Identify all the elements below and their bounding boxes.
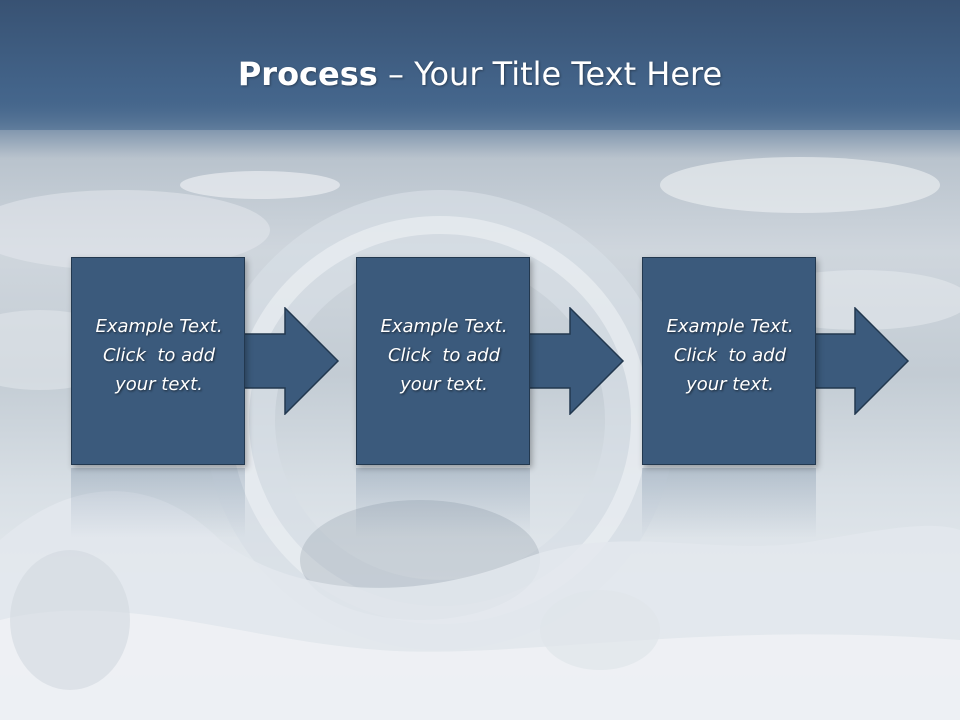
step-3-reflection (642, 468, 816, 538)
process-step-3[interactable]: Example Text. Click to add your text. (642, 257, 816, 465)
step-text-line: your text. (115, 374, 203, 395)
step-text-line: Example Text. (666, 316, 794, 337)
step-text-line: Click to add (102, 345, 215, 366)
process-step-3-text[interactable]: Example Text. Click to add your text. (643, 312, 817, 399)
step-2-reflection (356, 468, 530, 538)
process-step-1-text[interactable]: Example Text. Click to add your text. (72, 312, 246, 399)
process-step-1[interactable]: Example Text. Click to add your text. (71, 257, 245, 465)
title-band (0, 0, 960, 130)
step-text-line: Click to add (673, 345, 786, 366)
step-text-line: Example Text. (95, 316, 223, 337)
step-text-line: your text. (400, 374, 488, 395)
slide-title[interactable]: Process – Your Title Text Here (0, 52, 960, 96)
process-step-2[interactable]: Example Text. Click to add your text. (356, 257, 530, 465)
right-arrow-icon (527, 307, 625, 415)
process-step-2-text[interactable]: Example Text. Click to add your text. (357, 312, 531, 399)
step-text-line: Example Text. (380, 316, 508, 337)
slide-title-bold: Process (237, 55, 378, 93)
step-1-reflection (71, 468, 245, 538)
step-text-line: your text. (686, 374, 774, 395)
right-arrow-icon (812, 307, 910, 415)
slide-title-rest: – Your Title Text Here (377, 55, 723, 93)
step-text-line: Click to add (387, 345, 500, 366)
right-arrow-icon (242, 307, 340, 415)
